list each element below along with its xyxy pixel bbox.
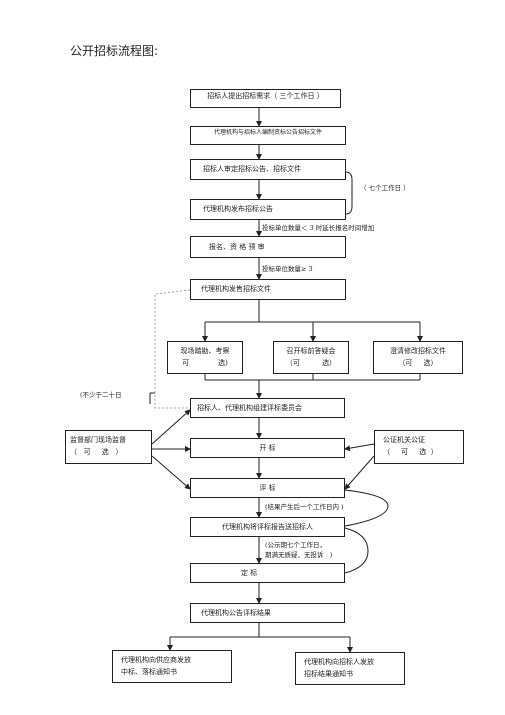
node-supplier-notice: 代理机构向供应商发放 中标、落标通知书 <box>112 650 232 683</box>
node-approve-docs: 招标人审定招标公告、招标文件 <box>190 159 346 180</box>
node-evaluation: 评 标 <box>190 478 345 498</box>
node-committee: 招标人、代理机构组建评标委员会 <box>190 398 345 418</box>
node-notary: 公证机关公证 （ 可 选 ） <box>374 430 464 464</box>
node-tenderer-notice: 代理机构向招标人发放 招标结果通知书 <box>295 652 405 685</box>
node-compile-docs: 代理机构与招标人编制资标公告招标文件 <box>190 126 346 145</box>
note-publicity: (公示期七个工作日， 期满无质疑、无投诉 ) <box>265 541 333 559</box>
node-clarify-docs: 澄清修改招标文件 （可 选） <box>373 341 463 374</box>
arrow-sup-committee <box>151 409 191 445</box>
note-ge-3: 投标单位数量≥ 3 <box>262 265 313 273</box>
node-registration: 报名、资 格 预 审 <box>190 236 346 258</box>
note-result-one-day: (结果产生后一个工作日内 ) <box>265 503 344 511</box>
node-report: 代理机构将评标报告送招标人 <box>190 517 345 537</box>
arrow-notary-eval <box>344 455 375 490</box>
node-publish-notice: 代理机构发布招标公告 <box>190 199 346 220</box>
note-not-less-20: (不少于二十日 <box>80 391 122 399</box>
bracket-result <box>344 489 389 527</box>
dashed-loop <box>154 289 191 409</box>
node-proposal: 招标人提出招标需求（ 三个工作日 ） <box>190 89 341 108</box>
arrow-notary-open <box>344 443 375 452</box>
bracket-seven-days <box>345 171 353 215</box>
node-supervision: 监督部门现场监督 （ 可 选 ） <box>65 430 152 464</box>
node-qa-meeting: 召开标前答疑会 （可 选） <box>273 341 349 374</box>
node-announce-result: 代理机构公告评标结果 <box>190 603 345 623</box>
note-seven-days: （ 七个工作日 ） <box>360 184 410 192</box>
bracket-20-days <box>149 392 155 404</box>
bracket-publicity <box>344 527 369 574</box>
node-site-survey: 现场踏勘、考察 可 选) <box>167 341 243 374</box>
page-title: 公开招标流程图: <box>70 44 159 58</box>
node-sell-docs: 代理机构发售招标文件 <box>190 279 346 300</box>
note-less-than-3: 投标单位数量＜ 3 时延长报名时间增加 <box>262 224 375 232</box>
arrow-sup-eval <box>151 455 191 490</box>
node-bid-opening: 开 标 <box>190 438 345 458</box>
node-award: 定 标 <box>190 563 345 583</box>
